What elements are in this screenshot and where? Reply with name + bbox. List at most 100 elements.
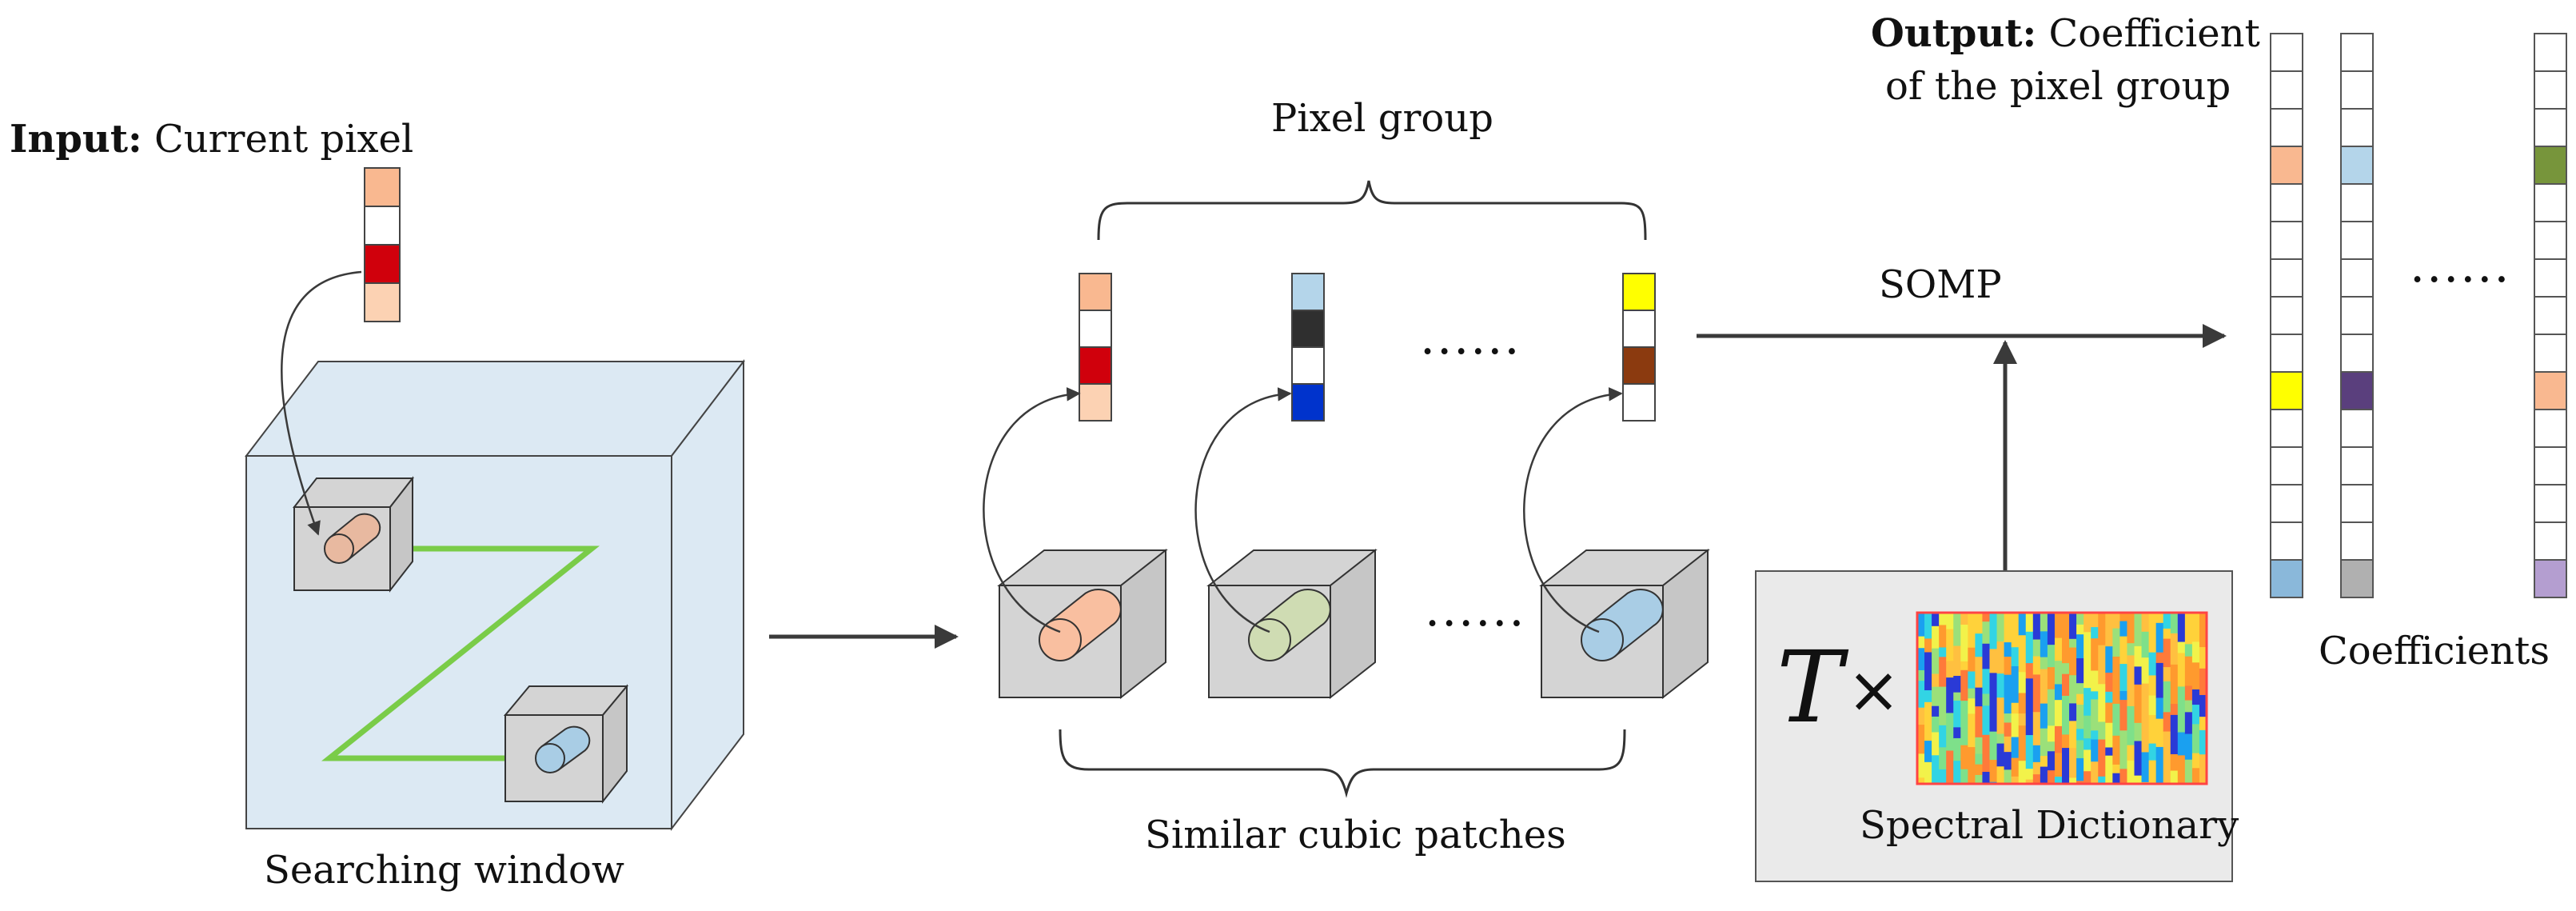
- dictionary-cell: [2084, 654, 2092, 689]
- patches-ellipsis: ......: [1425, 581, 1525, 637]
- dictionary-cell: [1960, 625, 1968, 662]
- dictionary-cell: [1932, 716, 1940, 733]
- dictionary-cell: [2155, 718, 2164, 748]
- dictionary-cell: [2184, 733, 2193, 761]
- dictionary-cell: [1917, 648, 1925, 671]
- dictionary-cell: [2091, 739, 2099, 762]
- dictionary-cell: [1960, 769, 1968, 785]
- dictionary-cell: [2047, 751, 2056, 771]
- group-vector-1: [1079, 273, 1112, 422]
- dictionary-cell: [1932, 705, 1940, 717]
- dictionary-cell: [2148, 714, 2157, 732]
- dictionary-cell: [1989, 649, 1998, 673]
- dictionary-cell: [2011, 702, 2020, 714]
- output-label-bold: Output:: [1871, 11, 2036, 56]
- vector-cell: [1622, 383, 1656, 422]
- dictionary-cell: [2134, 645, 2143, 667]
- vector-cell: [1622, 310, 1656, 348]
- dictionary-cell: [1989, 673, 1998, 707]
- dictionary-cell: [2141, 631, 2150, 658]
- dictionary-cell: [1939, 625, 1947, 648]
- dictionary-cell: [2155, 613, 2164, 624]
- dictionary-cell: [1996, 743, 2005, 767]
- dictionary-cell: [1953, 613, 1961, 632]
- dictionary-cell: [1953, 737, 1961, 761]
- dictionary-cell: [2119, 664, 2127, 681]
- dictionary-cell: [2105, 633, 2113, 647]
- dictionary-cell: [2025, 631, 2034, 664]
- dictionary-cell: [2076, 658, 2084, 684]
- dictionary-cell: [2018, 693, 2027, 714]
- dictionary-cell: [1989, 705, 1998, 733]
- coefficient-cell: [2534, 183, 2567, 222]
- coefficient-cell: [2340, 371, 2374, 410]
- dictionary-cell: [2148, 652, 2157, 676]
- dictionary-cell: [1968, 747, 1976, 761]
- coefficient-cell: [2534, 258, 2567, 298]
- coefficient-cell: [2270, 70, 2303, 110]
- dictionary-cell: [2163, 638, 2171, 668]
- coefficient-cell: [2270, 258, 2303, 298]
- dictionary-cell: [2004, 769, 2012, 785]
- patch-to-vector-arrow-1: [983, 387, 1081, 633]
- coefficient-cell: [2270, 296, 2303, 335]
- dictionary-cell: [2105, 747, 2113, 757]
- dictionary-cell: [2098, 684, 2106, 722]
- dictionary-cell: [2040, 728, 2048, 757]
- window-neighbor-cube: [503, 684, 629, 804]
- dictionary-cell: [2047, 725, 2056, 742]
- dictionary-cell: [2170, 613, 2179, 634]
- vector-cell: [1079, 310, 1112, 348]
- dictionary-cell: [2155, 633, 2164, 653]
- dictionary-cell: [2025, 779, 2034, 785]
- dictionary-cell: [2191, 689, 2200, 705]
- dictionary-cell: [1939, 647, 1947, 657]
- coefficient-cell: [2534, 559, 2567, 598]
- coefficient-cell: [2270, 334, 2303, 373]
- dictionary-cell: [1996, 697, 2005, 735]
- dictionary-cell: [2148, 730, 2157, 745]
- dictionary-cell: [2119, 769, 2127, 785]
- vector-cell: [1291, 273, 1325, 311]
- dictionary-cell: [2032, 674, 2041, 713]
- dictionary-cell: [1982, 621, 1990, 645]
- dictionary-cell: [2170, 753, 2179, 772]
- dictionary-cell: [2069, 703, 2077, 721]
- dictionary-cell: [1939, 657, 1947, 688]
- dictionary-cell: [2054, 753, 2063, 777]
- dictionary-cell: [2098, 776, 2106, 785]
- vector-cell: [364, 206, 401, 246]
- dictionary-cell: [2069, 647, 2077, 676]
- coefficient-columns: [2270, 33, 2567, 598]
- dictionary-cell: [2011, 776, 2020, 785]
- coefficient-cell: [2340, 409, 2374, 448]
- dictionary-cell: [2054, 700, 2063, 727]
- dictionary-cell: [1917, 777, 1925, 785]
- output-label-text: Coefficient: [2036, 11, 2260, 56]
- dictionary-cell: [1917, 613, 1925, 637]
- dictionary-cell: [2134, 775, 2143, 785]
- vector-cell: [1079, 273, 1112, 311]
- dictionary-cell: [2141, 613, 2150, 633]
- output-label-line1: Output: Coefficient: [1871, 11, 2260, 56]
- dictionary-cell: [1975, 633, 1983, 657]
- dictionary-cell: [2184, 712, 2193, 735]
- cylinder-end: [1039, 618, 1082, 661]
- similar-patches-label: Similar cubic patches: [1145, 813, 1566, 857]
- dictionary-cell: [2112, 773, 2120, 785]
- dictionary-cell: [2018, 761, 2027, 785]
- coefficient-cell: [2534, 70, 2567, 110]
- dictionary-cell: [2018, 713, 2027, 726]
- dictionary-cell: [2018, 613, 2027, 636]
- dictionary-cell: [2155, 746, 2164, 785]
- somp-label: SOMP: [1879, 262, 2002, 307]
- patch-cylinder: [1248, 588, 1331, 661]
- dictionary-cell: [1946, 661, 1954, 678]
- dictionary-cell: [2025, 735, 2034, 769]
- dictionary-cell: [1996, 733, 2005, 745]
- dictionary-cell: [2084, 738, 2092, 750]
- dictionary-cell: [2032, 761, 2041, 775]
- vector-cell: [1291, 346, 1325, 385]
- dictionary-cell: [2054, 684, 2063, 701]
- dictionary-cell: [1982, 643, 1990, 669]
